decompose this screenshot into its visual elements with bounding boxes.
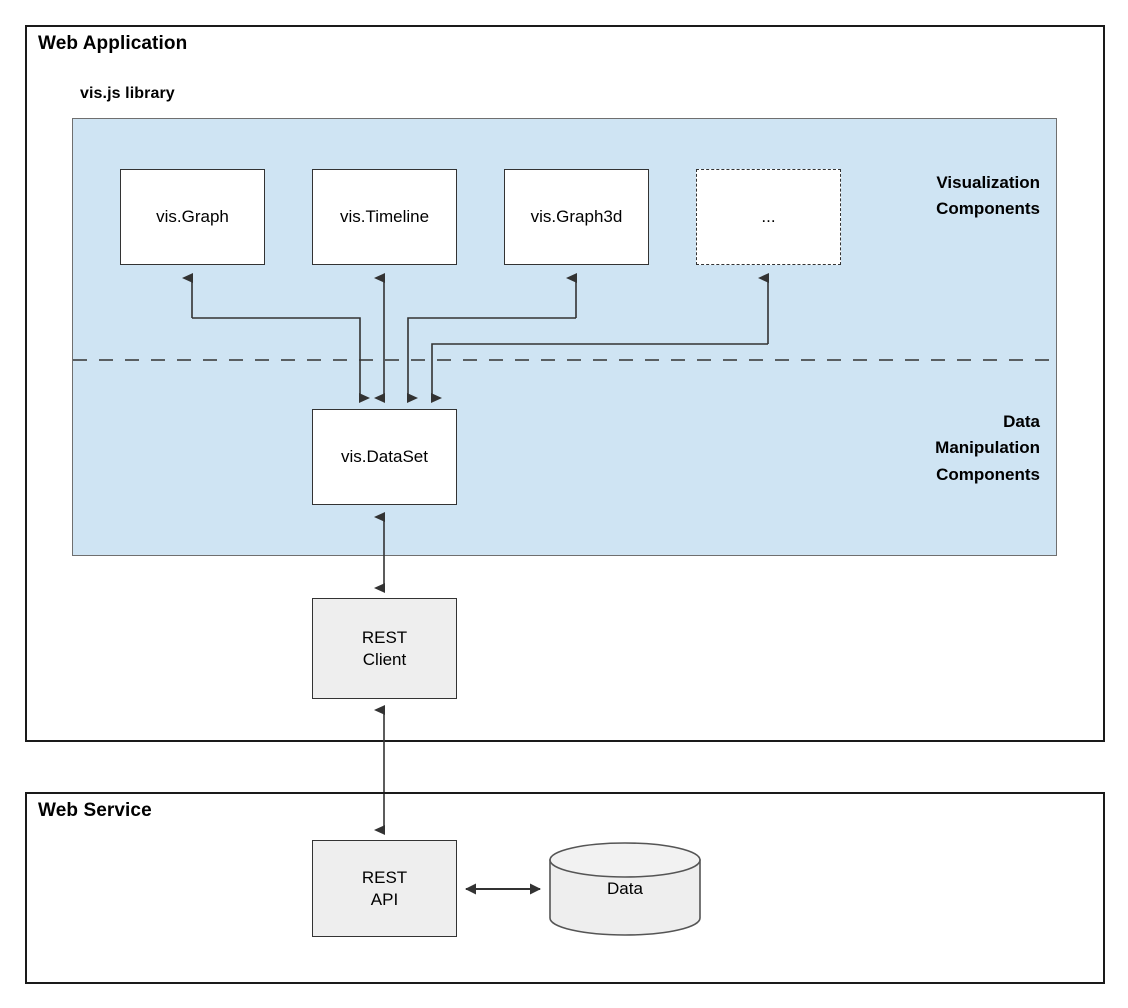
- section-label-data-manipulation: Data Manipulation Components: [935, 412, 1040, 484]
- container-label-web-application: Web Application: [38, 33, 188, 54]
- node-data-store[interactable]: Data: [549, 842, 701, 936]
- library-panel-label: vis.js library: [80, 85, 175, 102]
- node-more-components[interactable]: ...: [696, 169, 841, 265]
- node-vis-graph3d[interactable]: vis.Graph3d: [504, 169, 649, 265]
- node-vis-graph-label: vis.Graph: [156, 207, 229, 227]
- container-web-service: [25, 792, 1105, 984]
- container-web-application: [25, 25, 1105, 742]
- node-rest-api[interactable]: REST API: [312, 840, 457, 937]
- node-more-components-label: ...: [761, 207, 776, 227]
- container-label-web-service: Web Service: [38, 800, 152, 821]
- node-rest-client-label: REST Client: [361, 627, 408, 669]
- node-vis-graph[interactable]: vis.Graph: [120, 169, 265, 265]
- node-vis-timeline-label: vis.Timeline: [339, 207, 430, 227]
- node-rest-api-label: REST API: [361, 867, 408, 909]
- node-vis-timeline[interactable]: vis.Timeline: [312, 169, 457, 265]
- database-cylinder-icon: [549, 842, 701, 936]
- node-rest-client[interactable]: REST Client: [312, 598, 457, 699]
- section-label-visualization: Visualization Components: [936, 173, 1040, 219]
- node-vis-dataset[interactable]: vis.DataSet: [312, 409, 457, 505]
- node-data-store-label: Data: [607, 879, 643, 898]
- node-vis-dataset-label: vis.DataSet: [341, 447, 428, 467]
- node-vis-graph3d-label: vis.Graph3d: [530, 207, 623, 227]
